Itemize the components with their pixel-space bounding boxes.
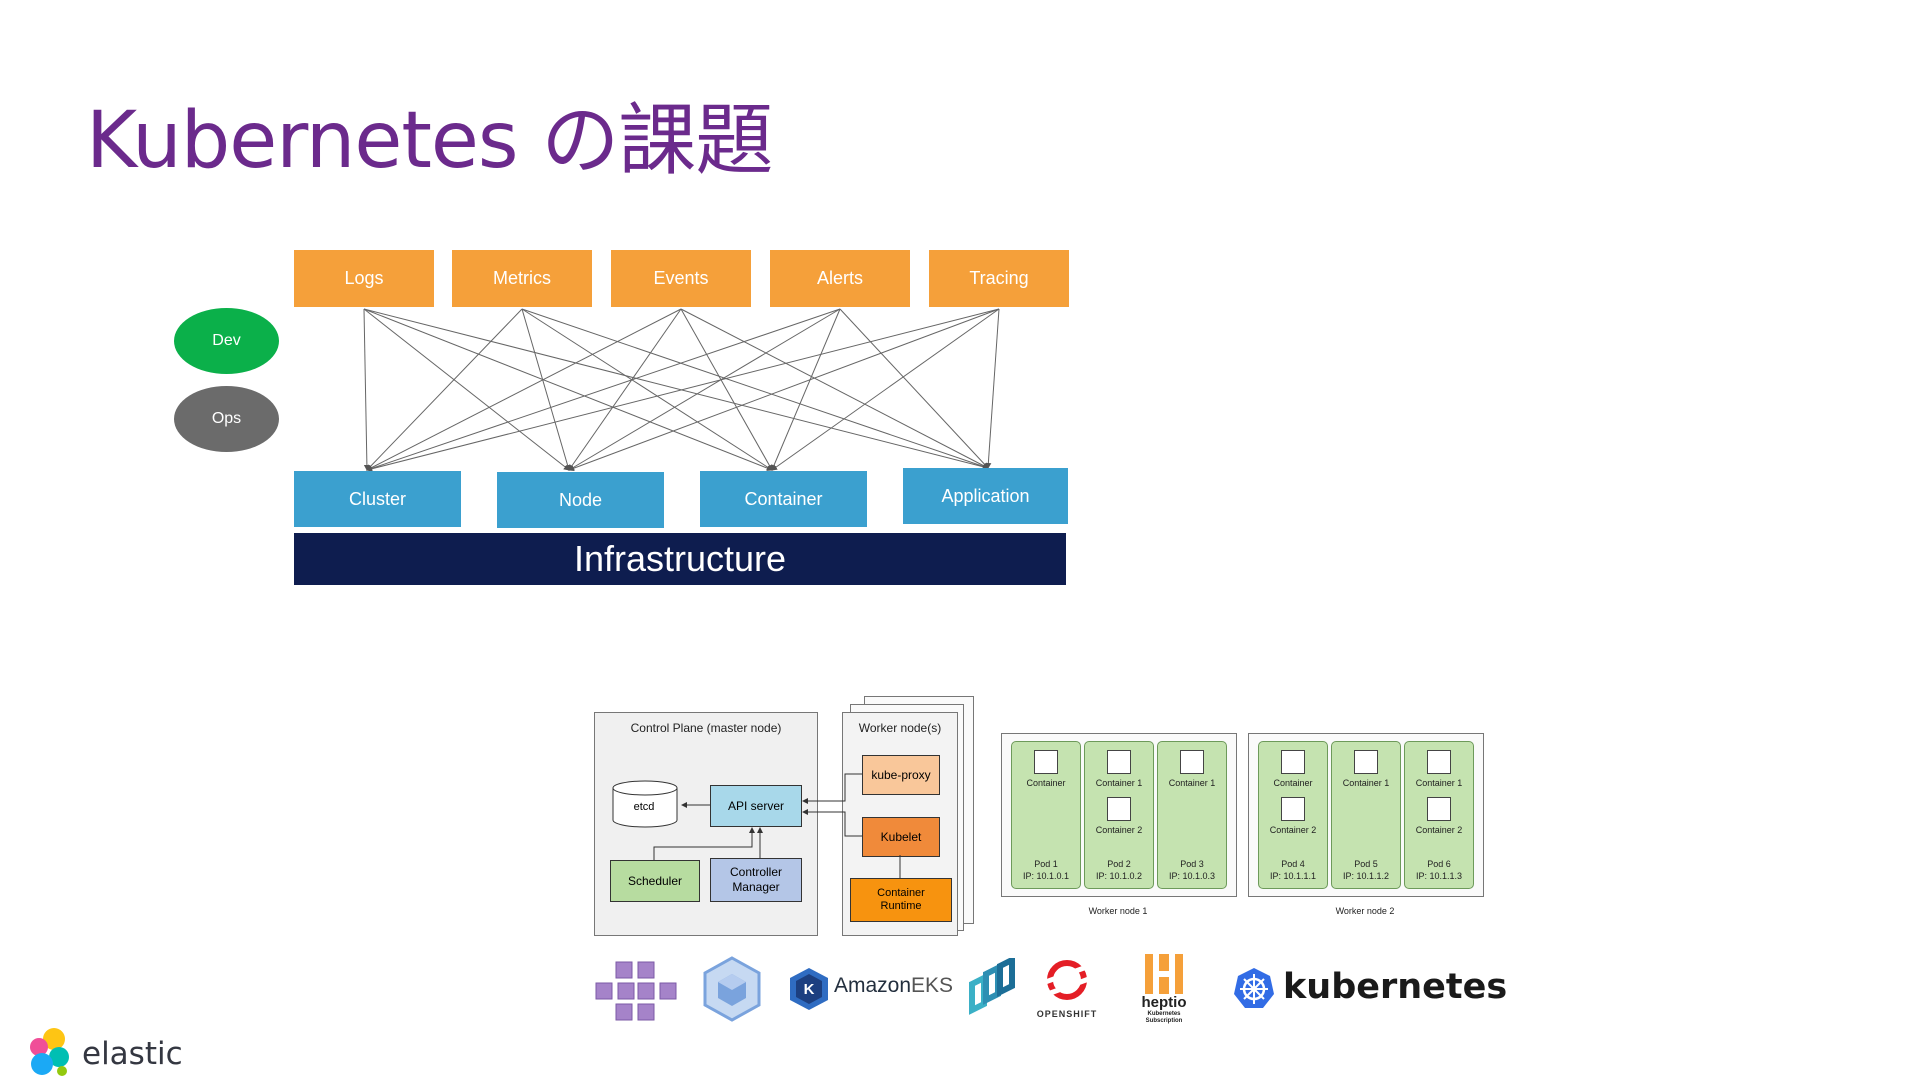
signal-tracing-box: Tracing <box>929 250 1069 307</box>
heptio-sub-1: Kubernetes <box>1147 1011 1181 1017</box>
container-runtime-box: Container Runtime <box>850 878 952 922</box>
elastic-logo-icon <box>30 1028 69 1076</box>
target-cluster-box: Cluster <box>294 471 461 527</box>
hexagon-cube-logo <box>703 956 761 1022</box>
pod-2-name: Pod 2 <box>1107 859 1131 869</box>
dev-ellipse: Dev <box>174 308 279 374</box>
svg-text:K: K <box>804 981 815 998</box>
target-container-box: Container <box>700 471 867 527</box>
control-plane-label: Control Plane (master node) <box>630 721 782 735</box>
container-runtime-label-1: Container <box>877 887 925 899</box>
container-icon <box>1281 750 1305 774</box>
kubelet-box: Kubelet <box>862 817 940 857</box>
etcd-cylinder <box>612 780 678 828</box>
pod-3-name: Pod 3 <box>1180 859 1204 869</box>
target-node-box: Node <box>497 472 664 528</box>
pod-2-container-1-label: Container 1 <box>1095 778 1143 788</box>
amazon-eks-icon: K <box>790 968 828 1010</box>
pod-5-ip: IP: 10.1.1.2 <box>1342 871 1390 881</box>
heptio-icon <box>1145 954 1183 994</box>
openshift-icon <box>1040 960 1094 1000</box>
pod-6-container-2-label: Container 2 <box>1415 825 1463 835</box>
pod-2-container-2-label: Container 2 <box>1095 825 1143 835</box>
signal-metrics-box: Metrics <box>452 250 592 307</box>
container-icon <box>1034 750 1058 774</box>
controller-manager-label-2: Manager <box>732 880 780 894</box>
container-icon <box>1427 797 1451 821</box>
pod-1-container-label: Container <box>1026 778 1066 788</box>
pod-4-container-1-label: Container <box>1273 778 1313 788</box>
pod-6-container-1-label: Container 1 <box>1415 778 1463 788</box>
infrastructure-bar: Infrastructure <box>294 533 1066 585</box>
container-icon <box>1107 750 1131 774</box>
ops-ellipse: Ops <box>174 386 279 452</box>
scheduler-box: Scheduler <box>610 860 700 902</box>
heptio-sub-2: Subscription <box>1145 1018 1183 1024</box>
worker-node-2-label: Worker node 2 <box>1335 906 1395 916</box>
target-application-box: Application <box>903 468 1068 524</box>
pod-5: Container 1 Pod 5 IP: 10.1.1.2 <box>1331 741 1401 889</box>
pod-2-ip: IP: 10.1.0.2 <box>1095 871 1143 881</box>
signal-events-box: Events <box>611 250 751 307</box>
api-server-box: API server <box>710 785 802 827</box>
pod-1-ip: IP: 10.1.0.1 <box>1022 871 1070 881</box>
pod-6-ip: IP: 10.1.1.3 <box>1415 871 1463 881</box>
amazon-eks-amazon: Amazon <box>834 974 912 997</box>
kubernetes-wordmark: kubernetes <box>1283 967 1508 1007</box>
container-runtime-label-2: Runtime <box>880 900 922 912</box>
heptio-text: heptio <box>1141 994 1187 1011</box>
pod-5-container-label: Container 1 <box>1342 778 1390 788</box>
worker-node-1-label: Worker node 1 <box>1088 906 1148 916</box>
pod-3-ip: IP: 10.1.0.3 <box>1168 871 1216 881</box>
pod-4-container-2-label: Container 2 <box>1269 825 1317 835</box>
pod-5-name: Pod 5 <box>1354 859 1378 869</box>
signal-logs-box: Logs <box>294 250 434 307</box>
teal-chain-logo <box>969 958 1015 1015</box>
amazon-eks-suffix: EKS <box>911 974 954 997</box>
kubernetes-helm-icon <box>1234 968 1274 1008</box>
pod-1-name: Pod 1 <box>1034 859 1058 869</box>
controller-manager-box: Controller Manager <box>710 858 802 902</box>
controller-manager-label-1: Controller <box>729 865 783 879</box>
pod-4-name: Pod 4 <box>1281 859 1305 869</box>
container-icon <box>1180 750 1204 774</box>
signal-alerts-box: Alerts <box>770 250 910 307</box>
pod-4: Container Container 2 Pod 4 IP: 10.1.1.1 <box>1258 741 1328 889</box>
container-icon <box>1281 797 1305 821</box>
pod-6: Container 1 Container 2 Pod 6 IP: 10.1.1… <box>1404 741 1474 889</box>
amazon-eks-text: AmazonEKS <box>834 974 953 998</box>
pod-3-container-label: Container 1 <box>1168 778 1216 788</box>
worker-node-label: Worker node(s) <box>858 721 942 735</box>
pod-4-ip: IP: 10.1.1.1 <box>1269 871 1317 881</box>
page-title: Kubernetes の課題 <box>86 96 773 186</box>
pod-6-name: Pod 6 <box>1427 859 1451 869</box>
openshift-text: OPENSHIFT <box>1036 1009 1098 1019</box>
pod-3: Container 1 Pod 3 IP: 10.1.0.3 <box>1157 741 1227 889</box>
elastic-wordmark: elastic <box>82 1036 183 1072</box>
pod-2: Container 1 Container 2 Pod 2 IP: 10.1.0… <box>1084 741 1154 889</box>
kube-proxy-box: kube-proxy <box>862 755 940 795</box>
pod-1: Container Pod 1 IP: 10.1.0.1 <box>1011 741 1081 889</box>
container-icon <box>1427 750 1451 774</box>
container-icon <box>1354 750 1378 774</box>
etcd-label: etcd <box>633 801 655 813</box>
purple-cubes-logo <box>595 961 677 1021</box>
container-icon <box>1107 797 1131 821</box>
